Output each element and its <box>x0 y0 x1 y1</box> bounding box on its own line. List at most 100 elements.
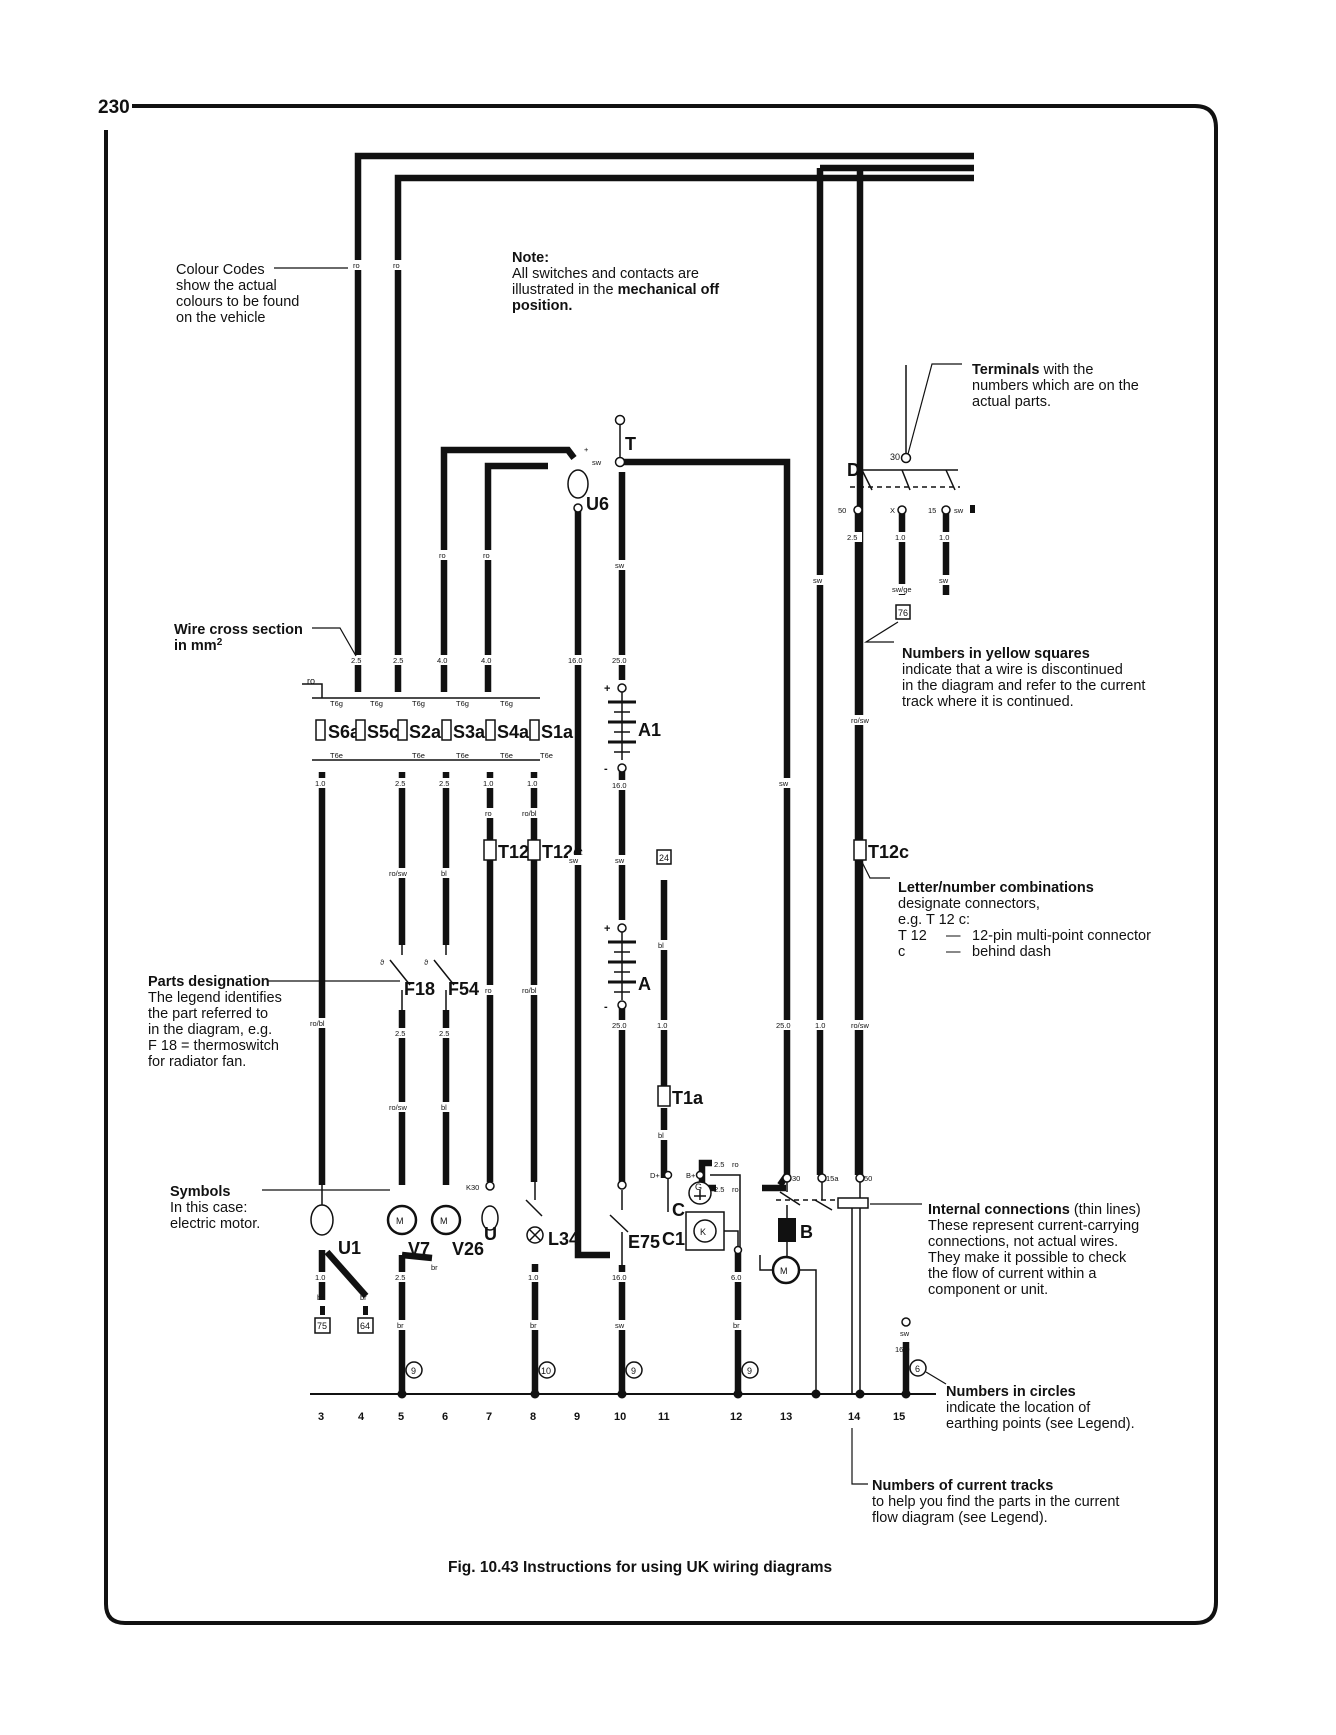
u1-label: U1 <box>338 1238 361 1258</box>
svg-text:1.0: 1.0 <box>315 779 325 788</box>
svg-text:show the actual: show the actual <box>176 278 277 294</box>
svg-text:Symbols: Symbols <box>170 1184 230 1200</box>
svg-text:ro: ro <box>485 809 492 818</box>
svg-text:in the diagram and refer to th: in the diagram and refer to the current <box>902 678 1145 694</box>
u1: U1 <box>310 1185 361 1258</box>
svg-text:sw: sw <box>615 561 625 570</box>
svg-text:T6e: T6e <box>540 751 553 760</box>
svg-text:ro/bl: ro/bl <box>522 809 537 818</box>
svg-text:M: M <box>396 1216 404 1226</box>
earth-circles: 9 10 9 9 6 sw 16.0 <box>405 1317 927 1379</box>
svg-text:4.0: 4.0 <box>437 656 447 665</box>
wires <box>318 152 974 1394</box>
svg-text:Numbers in circles: Numbers in circles <box>946 1384 1076 1400</box>
svg-text:9: 9 <box>631 1366 636 1376</box>
track-9: 9 <box>574 1411 580 1423</box>
terminal-30 <box>900 452 912 464</box>
svg-text:Numbers of current tracks: Numbers of current tracks <box>872 1478 1053 1494</box>
svg-text:for radiator fan.: for radiator fan. <box>148 1054 246 1070</box>
svg-text:T6e: T6e <box>456 751 469 760</box>
svg-text:6.0: 6.0 <box>731 1273 741 1282</box>
svg-text:component or unit.: component or unit. <box>928 1282 1048 1298</box>
annotation-wire-cross-section: Wire cross section in mm2 <box>174 622 357 657</box>
wire-label: ro <box>307 676 315 686</box>
svg-text:30: 30 <box>792 1174 800 1183</box>
svg-text:B+: B+ <box>686 1171 696 1180</box>
svg-text:ro: ro <box>483 551 490 560</box>
svg-text:c: c <box>898 944 905 960</box>
square-64: 64 <box>360 1321 370 1331</box>
svg-text:ϑ: ϑ <box>424 958 429 967</box>
track-6: 6 <box>442 1411 448 1423</box>
fuse-label: S1a <box>541 722 574 742</box>
b-label: B <box>800 1222 813 1242</box>
svg-text:sw: sw <box>569 856 579 865</box>
svg-text:the flow of current within a: the flow of current within a <box>928 1266 1097 1282</box>
c1-label: C1 <box>662 1229 685 1249</box>
track-3: 3 <box>318 1411 324 1423</box>
t12c-right-label: T12c <box>868 842 909 862</box>
svg-text:M: M <box>780 1266 788 1276</box>
fuse-s4a: S4a <box>485 719 530 742</box>
svg-text:behind dash: behind dash <box>972 944 1051 960</box>
annotation-colour-codes: Colour Codes show the actual colours to … <box>176 262 348 326</box>
u-k30: K30 U <box>466 1181 499 1244</box>
annotation-internal-connections: Internal connections (thin lines) These … <box>870 1202 1141 1298</box>
annotation-terminals: Terminals with the numbers which are on … <box>907 362 1139 455</box>
svg-text:br: br <box>397 1321 404 1330</box>
svg-text:F 18 = thermoswitch: F 18 = thermoswitch <box>148 1038 279 1054</box>
svg-text:in the diagram, e.g.: in the diagram, e.g. <box>148 1022 272 1038</box>
svg-text:sw: sw <box>954 506 964 515</box>
svg-text:G: G <box>695 1182 702 1192</box>
svg-text:bl: bl <box>658 1131 664 1140</box>
svg-text:2.5: 2.5 <box>439 779 449 788</box>
fuse-s1a: S1a <box>529 719 574 742</box>
relay-t: T + sw <box>584 414 636 468</box>
svg-text:indicate that a wire is discon: indicate that a wire is discontinued <box>902 662 1123 678</box>
page-frame <box>104 104 1218 1625</box>
f54-label: F54 <box>448 979 479 999</box>
fuse-label: S2a <box>409 722 442 742</box>
svg-text:15: 15 <box>928 506 936 515</box>
svg-text:sw/ge: sw/ge <box>892 585 912 594</box>
fuse-label: S3a <box>453 722 486 742</box>
svg-text:ro/sw: ro/sw <box>389 1103 408 1112</box>
svg-text:sw: sw <box>779 779 789 788</box>
svg-text:Internal connections (thin lin: Internal connections (thin lines) <box>928 1202 1141 1218</box>
svg-text:T6g: T6g <box>456 699 469 708</box>
svg-text:e.g. T 12 c:: e.g. T 12 c: <box>898 912 970 928</box>
svg-text:Letter/number combinations: Letter/number combinations <box>898 880 1094 896</box>
svg-text:2.5: 2.5 <box>714 1185 724 1194</box>
wire-u6-to-e75 <box>574 510 610 1259</box>
svg-text:2.5: 2.5 <box>395 1029 405 1038</box>
svg-text:6: 6 <box>915 1364 920 1374</box>
svg-text:+: + <box>604 683 610 695</box>
svg-text:electric motor.: electric motor. <box>170 1216 260 1232</box>
svg-text:K30: K30 <box>466 1183 479 1192</box>
svg-text:25.0: 25.0 <box>776 1021 791 1030</box>
switch-e75: E75 <box>609 1180 660 1265</box>
svg-text:1.0: 1.0 <box>483 779 493 788</box>
svg-text:to help you find the parts in: to help you find the parts in the curren… <box>872 1494 1119 1510</box>
svg-text:2.5: 2.5 <box>395 1273 405 1282</box>
annotation-current-tracks: Numbers of current tracks to help you fi… <box>851 1428 1119 1526</box>
svg-text:50: 50 <box>838 506 846 515</box>
track-10: 10 <box>614 1411 626 1423</box>
svg-text:ro: ro <box>732 1185 739 1194</box>
svg-text:25.0: 25.0 <box>612 1021 627 1030</box>
fuse-box: S6a S5c S2a S3a S4a S1a T6g T6g T6g T6g … <box>302 676 574 761</box>
fuse-label: S4a <box>497 722 530 742</box>
svg-text:2.5: 2.5 <box>351 656 361 665</box>
f18-label: F18 <box>404 979 435 999</box>
relay-t-label: T <box>625 434 636 454</box>
svg-text:on the vehicle: on the vehicle <box>176 310 265 326</box>
svg-text:10: 10 <box>541 1366 551 1376</box>
track-5: 5 <box>398 1411 404 1423</box>
svg-text:numbers which are on the: numbers which are on the <box>972 378 1139 394</box>
track-12: 12 <box>730 1411 742 1423</box>
svg-text:bl: bl <box>441 869 447 878</box>
annotation-letter-number: Letter/number combinations designate con… <box>861 861 1151 960</box>
lamp-l34: L34 <box>525 1182 579 1249</box>
wire-t-to-starter <box>622 458 791 1187</box>
